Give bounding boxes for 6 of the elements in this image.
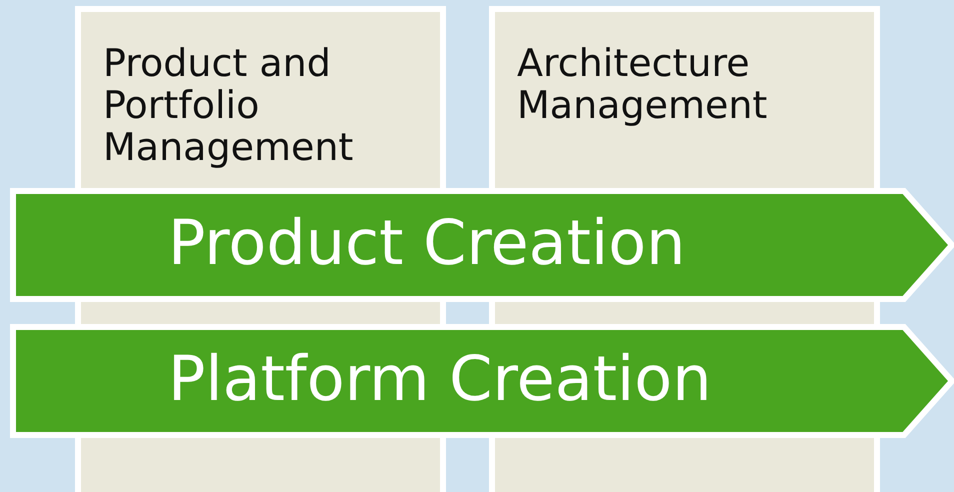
arrow-band <box>10 324 954 438</box>
band-label: Platform Creation <box>168 342 712 416</box>
arrow-band <box>10 188 954 302</box>
band-label: Product Creation <box>168 206 686 280</box>
column-heading: Architecture Management <box>517 42 768 126</box>
column-heading: Product and Portfolio Management <box>103 42 354 168</box>
